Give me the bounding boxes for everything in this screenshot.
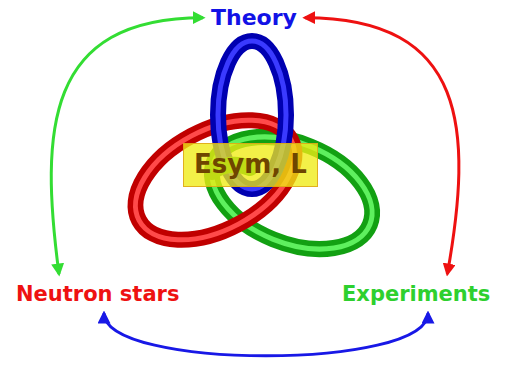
experiments-label: Experiments <box>340 280 492 308</box>
esym-box: Esym, L <box>183 143 318 187</box>
node-text: Experiments <box>342 282 490 306</box>
double-arrow <box>305 18 459 274</box>
node-text: Esym, L <box>194 150 307 180</box>
double-arrow <box>104 313 428 356</box>
neutron-stars-label: Neutron stars <box>14 280 181 308</box>
node-text: Theory <box>211 5 297 30</box>
theory-label: Theory <box>209 3 299 32</box>
double-arrow <box>51 18 203 274</box>
node-text: Neutron stars <box>16 282 179 306</box>
